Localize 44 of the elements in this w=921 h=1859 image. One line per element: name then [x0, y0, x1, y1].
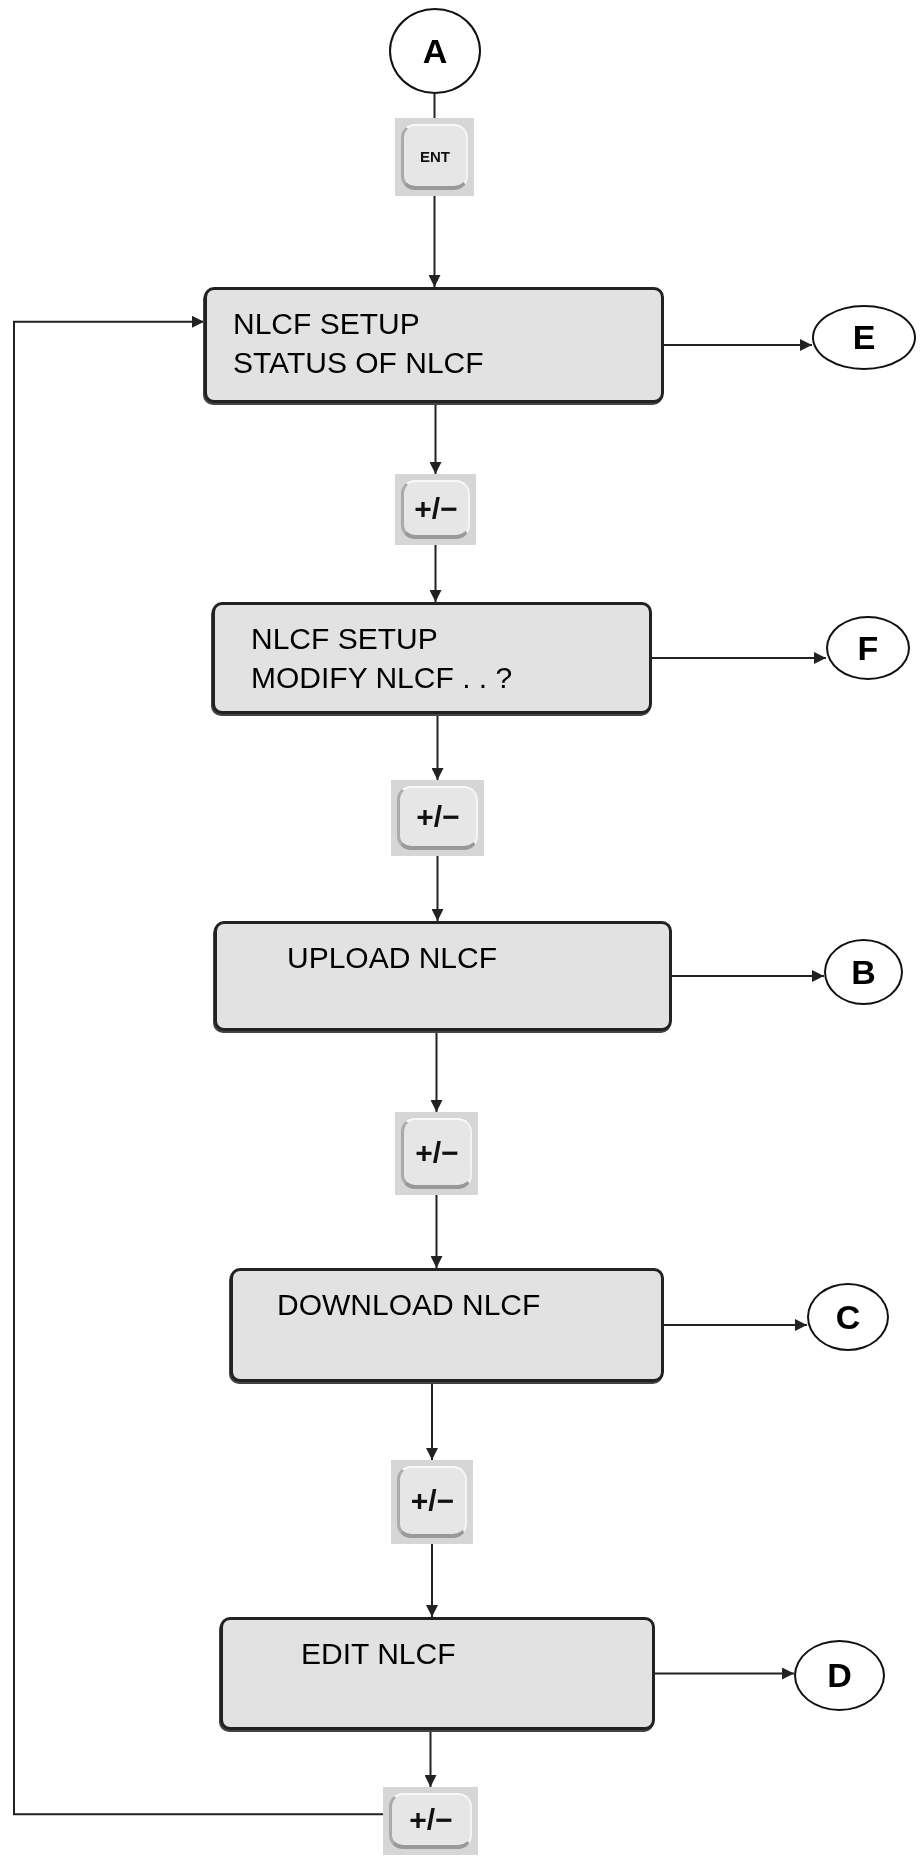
- connector-letter: B: [851, 952, 876, 992]
- connector-letter: F: [857, 628, 879, 668]
- arrow: [13, 315, 384, 1816]
- arrow: [426, 1543, 438, 1618]
- arrow: [671, 970, 825, 982]
- keypad-key: [391, 780, 484, 856]
- key-label: ENT: [420, 147, 450, 165]
- display-screen: [212, 602, 652, 714]
- display-text: DOWNLOAD NLCF: [277, 1287, 542, 1323]
- keypad-key: [395, 118, 474, 196]
- arrow: [431, 855, 444, 922]
- keypad-key: [395, 474, 476, 545]
- arrow: [426, 1381, 438, 1461]
- arrow: [430, 1194, 443, 1269]
- keypad-key: [383, 1787, 478, 1855]
- display-text: NLCF SETUP MODIFY NLCF . . ?: [251, 621, 514, 696]
- key-label: +/−: [409, 1803, 453, 1837]
- key-label: +/−: [414, 491, 458, 526]
- arrow: [663, 339, 813, 351]
- arrow: [431, 713, 444, 781]
- connector-letter: A: [422, 31, 448, 71]
- keypad-key: [395, 1112, 478, 1195]
- display-screen: [204, 287, 664, 403]
- arrow: [430, 1030, 443, 1113]
- display-screen: [214, 921, 672, 1031]
- connector-letter: D: [827, 1656, 852, 1695]
- arrow: [428, 195, 441, 288]
- key-label: +/−: [416, 800, 460, 834]
- arrow: [429, 544, 442, 603]
- display-screen: [220, 1617, 655, 1730]
- connector-letter: C: [835, 1297, 861, 1337]
- arrow: [651, 652, 827, 664]
- arrow: [654, 1667, 795, 1680]
- arrow: [429, 402, 442, 475]
- display-text: EDIT NLCF: [301, 1636, 457, 1672]
- key-label: +/−: [415, 1135, 459, 1170]
- display-text: UPLOAD NLCF: [287, 940, 499, 976]
- arrow: [424, 1729, 437, 1788]
- arrow: [663, 1319, 808, 1331]
- connector-letter: E: [852, 318, 876, 357]
- display-screen: [230, 1268, 664, 1382]
- key-label: +/−: [410, 1484, 455, 1518]
- display-text: NLCF SETUP STATUS OF NLCF: [233, 306, 485, 381]
- keypad-key: [391, 1460, 473, 1544]
